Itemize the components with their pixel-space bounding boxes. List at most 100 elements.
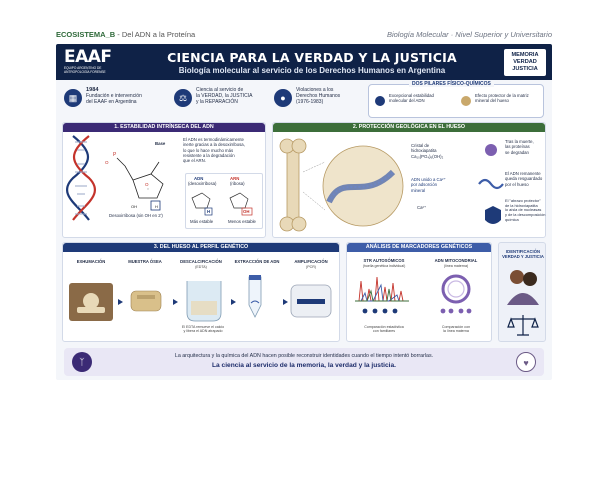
step-bone-sample: MUESTRA ÓSEA [128, 259, 162, 264]
note-line: por el hueso [505, 181, 529, 187]
test-tube-icon [248, 275, 262, 318]
bound-line: mineral [411, 187, 426, 193]
mito-subtitle: (línea materna) [443, 264, 469, 268]
desc-line: que el ARN. [183, 158, 206, 164]
note-line: química [505, 216, 519, 222]
memoria-badge: MEMORIA VERDAD JUSTICIA [504, 49, 546, 76]
note-line: lo aísla de nucleasas [505, 207, 542, 213]
calendar-icon: ▦ [64, 89, 82, 107]
sugar-rings-icon [191, 192, 253, 216]
step-decalcification: DESCALCIFICACIÓN [180, 259, 222, 264]
course-subtitle: - Del ADN a la Proteína [115, 30, 196, 39]
beaker-icon [186, 281, 222, 322]
svg-text:O: O [145, 182, 149, 187]
arn-note: Menos estable [228, 219, 256, 224]
dna-stability-icon [375, 96, 385, 106]
dna-illustration: P O O OH H [66, 135, 164, 221]
note-proteins: Tras la muerte, las proteínas se degrada… [505, 139, 545, 155]
panel-identification: IDENTIFICACIÓN VERDAD Y JUSTICIA [498, 242, 546, 342]
top-bar: ECOSISTEMA_B - Del ADN a la Proteína Bio… [56, 30, 552, 42]
desc-line: inerte gracias a la desoxirribosa, [183, 142, 245, 148]
str-note-line: Comparación estadística [364, 325, 404, 329]
str-note-line: con familiares [372, 329, 396, 334]
footer-tagline: La ciencia al servicio de la memoria, la… [212, 362, 396, 369]
bound-line: por adsorción [411, 182, 438, 188]
info-line: Fundación e intervención [86, 93, 142, 100]
mito-note-line: Comparación con [441, 325, 471, 329]
embrace-icon [507, 270, 539, 305]
pillar-item: Excepcional estabilidad molecular del AD… [389, 93, 434, 104]
bone-sample-icon [130, 290, 162, 312]
info-line: Ciencia al servicio de [196, 87, 244, 93]
svg-text:P: P [113, 152, 117, 158]
pillars-title: DOS PILARES FÍSICO-QUÍMICOS [409, 81, 494, 87]
sugar-caption: Desoxirribosa (sin OH en 2') [109, 213, 163, 218]
people-comparison-icon [362, 308, 398, 314]
calcium-label: Ca²⁺ [417, 205, 427, 210]
svg-text:H: H [155, 204, 158, 209]
pillar-item: Efecto protector de la matriz mineral de… [475, 93, 529, 104]
edta-line: y libera el ADN atrapado [183, 329, 223, 334]
info-line: y la REPARACIÓN [196, 99, 238, 106]
info-line: Derechos Humanos [296, 93, 341, 100]
footer-statement: La arquitectura y la química del ADN hac… [174, 353, 434, 359]
mito-title: ADN MITOCONDRIAL [434, 258, 478, 263]
footer-banner: ᛉ La arquitectura y la química del ADN h… [64, 348, 544, 376]
panel-bone-to-profile: 3. DEL HUESO AL PERFIL GENÉTICO EXHUMACI… [62, 242, 340, 342]
arrow-icon [231, 299, 236, 305]
str-title: STR AUTOSÓMICOS [363, 258, 405, 263]
dna-footer-icon: ᛉ [72, 352, 92, 372]
note-line: y de la descomposición [505, 212, 546, 218]
desc-line: lo que lo hace mucho más [183, 147, 234, 153]
identification-title: IDENTIFICACIÓN VERDAD Y JUSTICIA [500, 249, 546, 259]
identification-line: VERDAD Y JUSTICIA [502, 254, 544, 259]
pipeline-illustration [69, 275, 332, 322]
str-subtitle: (huella genética individual) [362, 264, 406, 268]
poster-subtitle: Biología molecular al servicio de los De… [178, 66, 446, 75]
poster-title-block: CIENCIA PARA LA VERDAD Y LA JUSTICIA Bio… [134, 50, 490, 75]
scales-icon: ⚖ [174, 89, 192, 107]
identification-illustration [507, 270, 539, 336]
crystal-formula: Ca₁₀(PO₄)₆(OH)₂ [411, 153, 444, 159]
bone-icon [461, 96, 471, 106]
oh-label: OH [243, 209, 250, 214]
identification-line: IDENTIFICACIÓN [506, 249, 540, 254]
info-year: 1984 [86, 87, 99, 93]
infographic-poster: EAAF EQUIPO ARGENTINO DE ANTROPOLOGÍA FO… [56, 44, 552, 380]
adn-arn-comparison: ADN (desoxirribosa) ARN (ribosa) H OH Má… [185, 173, 263, 229]
info-line: la VERDAD, la JUSTICIA [196, 93, 253, 100]
desc-line: El ADN es termodinámicamente [183, 137, 244, 142]
svg-text:O: O [105, 160, 109, 165]
note-protective-embrace: El "abrazo protector" de la hidroxiapati… [505, 198, 547, 223]
hydroxyapatite-crystal-icon [322, 145, 404, 227]
crystal-line: hidroxiapatita [411, 148, 437, 154]
desc-line: resistente a la degradación [183, 152, 235, 158]
note-line: El "abrazo protector" [505, 198, 541, 203]
note-line: las proteínas [505, 144, 530, 150]
step-sub-edta: (EDTA) [195, 265, 207, 269]
arrow-icon [118, 299, 123, 305]
people-icon: ● [274, 89, 292, 107]
bound-line: ADN unido a Ca²⁺ [411, 177, 446, 182]
panel-title: 2. PROTECCIÓN GEOLÓGICA EN EL HUESO [273, 123, 545, 132]
badge-line: JUSTICIA [512, 66, 538, 72]
base-label: Base [155, 141, 166, 146]
panel-bone-protection: 2. PROTECCIÓN GEOLÓGICA EN EL HUESO [272, 122, 546, 238]
mito-note: Comparación con la línea materna [423, 325, 489, 334]
info-line: del EAAF en Argentina [86, 99, 137, 106]
logo-text: EAAF [64, 47, 112, 67]
adn-sub: (desoxirribosa) [188, 181, 217, 186]
edta-line: El EDTA remueve el calcio [181, 325, 225, 329]
bone-illustration [279, 138, 504, 232]
logo-subtext: EQUIPO ARGENTINO DE ANTROPOLOGÍA FORENSE [64, 66, 106, 74]
exhumation-icon [69, 283, 113, 321]
markers-illustration [355, 274, 472, 314]
maternal-line-icon [440, 308, 472, 314]
heart-hands-icon: ♥ [516, 352, 536, 372]
arn-label: ARN [230, 176, 240, 181]
bone-icon [279, 138, 307, 232]
note-line: queda resguardado [505, 176, 543, 182]
